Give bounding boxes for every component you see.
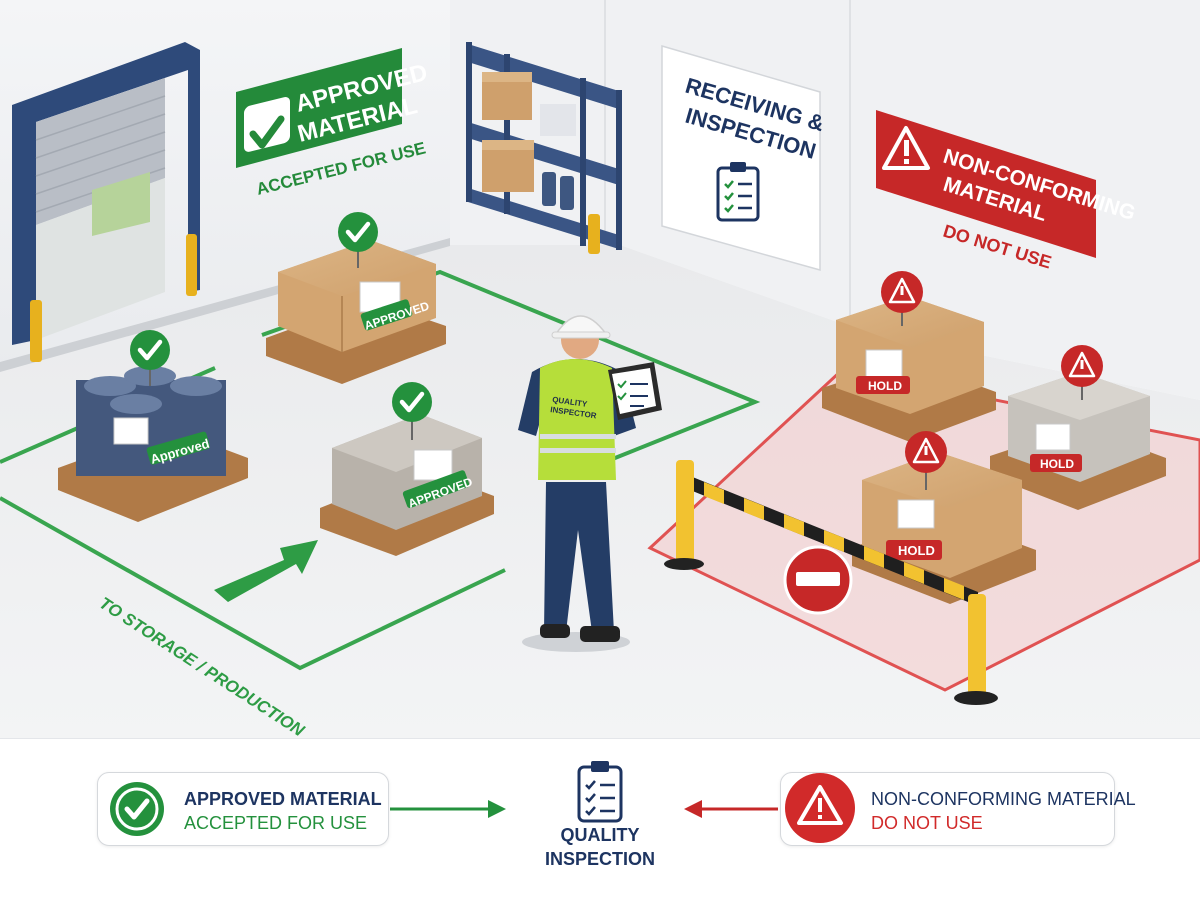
warning-triangle-icon — [785, 773, 855, 843]
hold-pallet-2: HOLD — [990, 372, 1166, 510]
arrow-left-icon — [684, 800, 778, 818]
loading-dock-door — [12, 42, 200, 362]
legend-nonconforming-card: NON-CONFORMING MATERIAL DO NOT USE — [780, 772, 1136, 846]
hold-pallet-3: HOLD — [852, 452, 1036, 604]
approved-check-marker-3 — [392, 382, 432, 440]
legend-nonconforming-title: NON-CONFORMING MATERIAL — [871, 789, 1136, 809]
approved-pallet-wrapped: APPROVED — [320, 414, 494, 556]
receiving-inspection-sign: RECEIVING & INSPECTION — [661, 45, 827, 271]
legend-approved-card: APPROVED MATERIAL ACCEPTED FOR USE — [97, 772, 389, 846]
no-entry-icon — [783, 545, 853, 615]
legend-approved-title: APPROVED MATERIAL — [184, 789, 382, 809]
hold-tag-3: HOLD — [898, 543, 935, 558]
arrow-right-icon — [390, 800, 506, 818]
legend-approved-subtitle: ACCEPTED FOR USE — [184, 813, 368, 833]
legend-center-line1: QUALITY — [560, 825, 640, 845]
direction-arrow-icon — [214, 540, 318, 602]
warning-marker-1 — [881, 271, 923, 326]
checkmark-circle-icon — [110, 782, 164, 836]
hold-tag-1: HOLD — [868, 379, 902, 393]
clipboard-checklist-icon — [716, 162, 760, 222]
approved-pallet-drums: Approved — [58, 366, 248, 522]
quarantine-barrier — [664, 460, 998, 705]
legend-bar: APPROVED MATERIAL ACCEPTED FOR USE QUALI… — [0, 738, 1200, 901]
clipboard-checklist-icon — [577, 761, 623, 823]
quality-inspector: QUALITY INSPECTOR — [518, 315, 662, 652]
warning-triangle-icon — [882, 126, 930, 170]
approved-check-marker-2 — [130, 330, 170, 386]
legend-center-line2: INSPECTION — [544, 849, 655, 869]
warehouse-scene: APPROVED MATERIAL ACCEPTED FOR USE RECEI… — [0, 0, 1200, 738]
warning-marker-3 — [905, 431, 947, 490]
legend-quality-inspection: QUALITY INSPECTION — [530, 759, 670, 871]
warning-marker-2 — [1061, 345, 1103, 400]
legend-nonconforming-subtitle: DO NOT USE — [871, 813, 983, 833]
hold-pallet-1: HOLD — [822, 296, 996, 442]
hold-tag-2: HOLD — [1040, 457, 1074, 471]
approved-check-marker-1 — [338, 212, 378, 268]
storage-rack — [466, 42, 622, 254]
